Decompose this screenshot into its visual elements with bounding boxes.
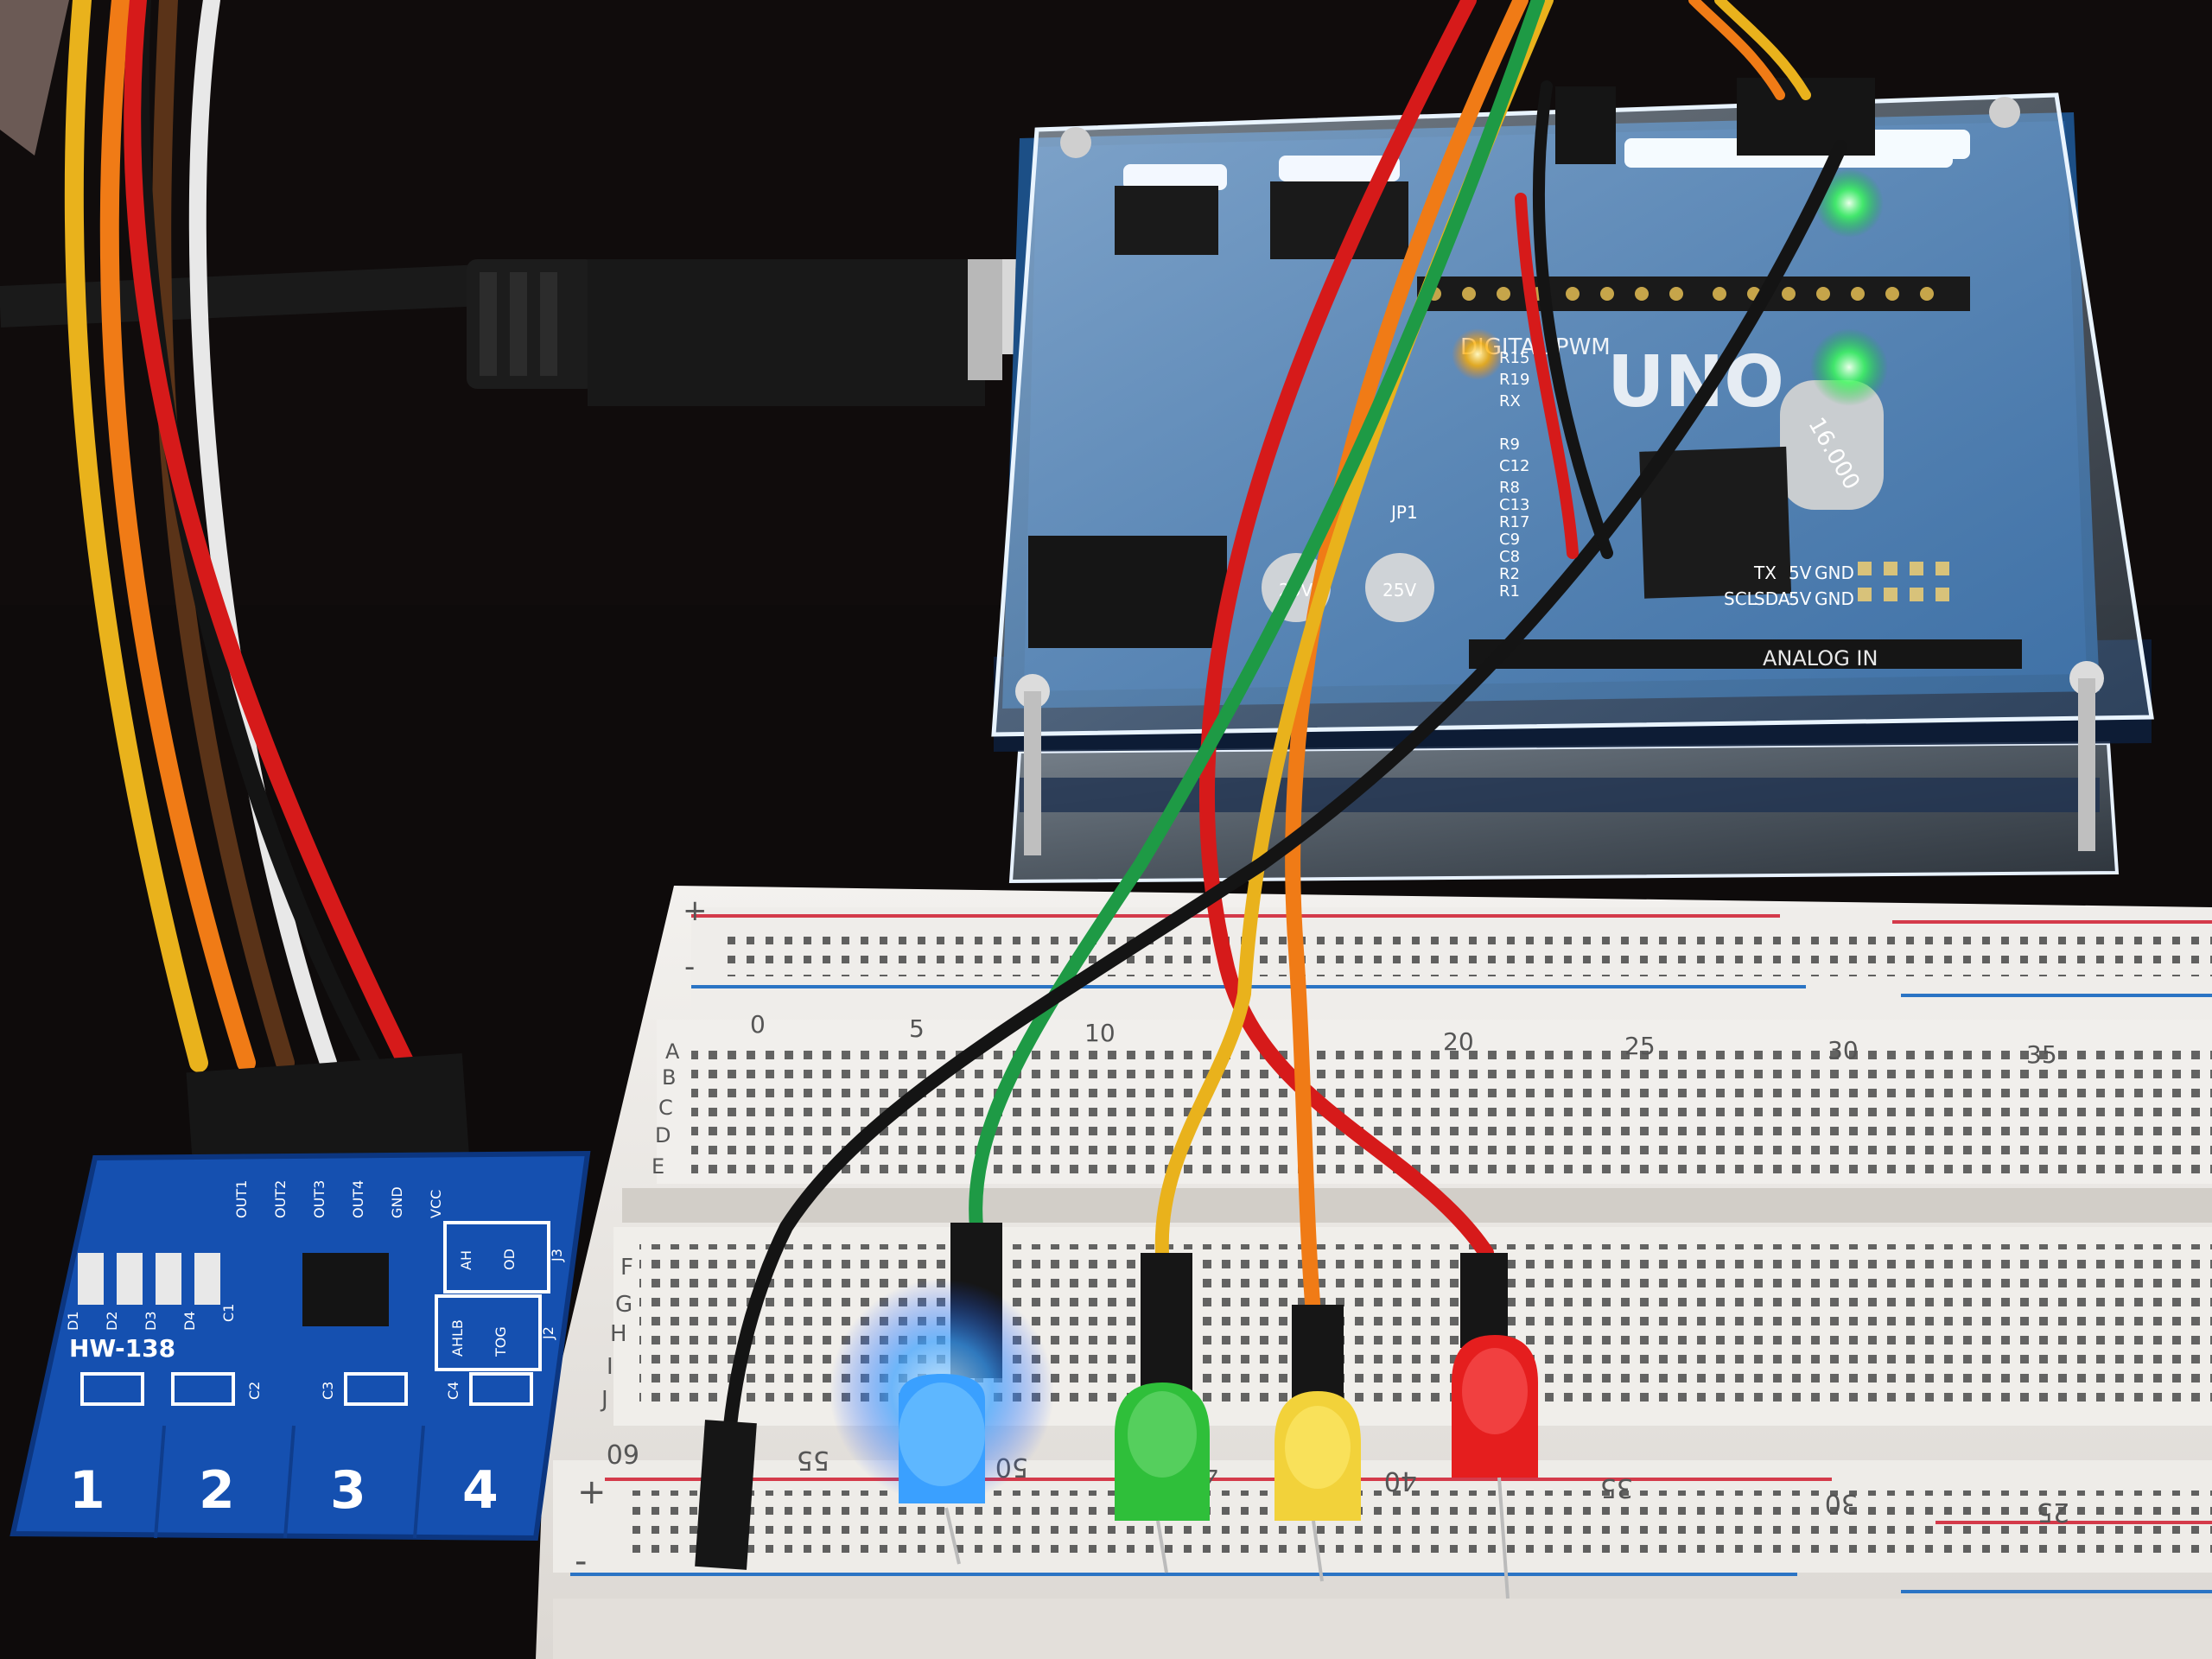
- svg-text:OUT4: OUT4: [350, 1180, 366, 1218]
- svg-text:G: G: [615, 1292, 632, 1318]
- svg-text:C3: C3: [320, 1382, 336, 1400]
- svg-text:2: 2: [199, 1460, 235, 1521]
- svg-text:35: 35: [1600, 1472, 1633, 1503]
- svg-text:25V: 25V: [1382, 580, 1416, 601]
- svg-text:I: I: [607, 1354, 613, 1380]
- svg-text:VCC: VCC: [428, 1190, 444, 1218]
- arduino-l-led: [1452, 328, 1503, 380]
- svg-text:J3: J3: [549, 1249, 565, 1262]
- touch-pad-numbers: 1 2 3 4: [69, 1460, 499, 1521]
- svg-text:30: 30: [1825, 1488, 1858, 1518]
- svg-text:3: 3: [330, 1460, 366, 1521]
- svg-text:D: D: [655, 1123, 671, 1147]
- svg-text:35: 35: [2026, 1040, 2057, 1069]
- svg-text:RX: RX: [1499, 392, 1521, 410]
- cloth-edge: [0, 0, 69, 156]
- svg-text:1: 1: [69, 1460, 105, 1521]
- svg-text:TX: TX: [1753, 563, 1777, 583]
- svg-text:J2: J2: [540, 1326, 556, 1340]
- svg-text:OUT3: OUT3: [311, 1180, 327, 1218]
- led-green: [1115, 1382, 1210, 1573]
- svg-text:R17: R17: [1499, 513, 1529, 531]
- row-letters-bottom: F G H I J: [600, 1255, 633, 1413]
- svg-text:OUT1: OUT1: [233, 1180, 250, 1218]
- svg-text:R19: R19: [1499, 371, 1529, 389]
- arduino-rx-led: [1815, 168, 1884, 238]
- svg-text:R1: R1: [1499, 582, 1520, 601]
- svg-text:25: 25: [2037, 1497, 2069, 1527]
- svg-text:D4: D4: [181, 1312, 198, 1332]
- rail-sign-top-minus: -: [684, 950, 695, 984]
- svg-text:GND: GND: [1815, 588, 1854, 609]
- svg-text:C13: C13: [1499, 496, 1529, 514]
- svg-text:30: 30: [1827, 1036, 1859, 1065]
- svg-text:R15: R15: [1499, 349, 1529, 367]
- svg-text:R2: R2: [1499, 565, 1520, 583]
- svg-text:C9: C9: [1499, 531, 1520, 549]
- arduino-analog-label: ANALOG IN: [1763, 646, 1878, 671]
- svg-text:C2: C2: [246, 1382, 263, 1400]
- svg-text:C8: C8: [1499, 548, 1520, 566]
- svg-text:A: A: [665, 1039, 680, 1064]
- svg-text:4: 4: [462, 1460, 499, 1521]
- svg-text:OUT2: OUT2: [272, 1180, 289, 1218]
- dupont-connectors: [695, 1223, 1508, 1570]
- svg-text:E: E: [652, 1154, 664, 1179]
- svg-text:GND: GND: [389, 1186, 405, 1218]
- svg-text:55: 55: [797, 1445, 830, 1475]
- svg-text:J: J: [600, 1387, 608, 1413]
- svg-text:D2: D2: [104, 1312, 120, 1332]
- led-red: [1452, 1335, 1538, 1599]
- rail-sign-bottom-plus: +: [577, 1472, 607, 1512]
- touch-led-labels: D1 D2 D3 D4: [65, 1312, 198, 1332]
- svg-text:C1: C1: [220, 1304, 237, 1322]
- row-letters-top: A B C D E: [652, 1039, 680, 1179]
- svg-text:40: 40: [1384, 1465, 1417, 1496]
- rail-sign-bottom-minus: -: [575, 1541, 587, 1581]
- svg-text:B: B: [662, 1065, 676, 1090]
- svg-text:SDA: SDA: [1754, 588, 1790, 609]
- arduino-case: 16.000 UNO DIGITAL PWM ANALOG IN R15 R19…: [991, 92, 2154, 884]
- svg-text:D1: D1: [65, 1312, 81, 1332]
- component-ref-labels: R15 R19 RX R9 C12 R8 C13 R17 C9 C8 R2 R1…: [1331, 349, 1529, 601]
- svg-text:H: H: [610, 1321, 627, 1347]
- svg-text:C4: C4: [445, 1382, 461, 1400]
- svg-text:5V: 5V: [1789, 563, 1812, 583]
- svg-text:F: F: [620, 1255, 633, 1281]
- svg-text:SCL: SCL: [1724, 588, 1758, 609]
- touch-module-wire-bundle: [64, 0, 415, 1072]
- svg-text:TOG: TOG: [493, 1326, 509, 1357]
- svg-text:JP1: JP1: [1389, 502, 1418, 523]
- led-blue: [830, 1279, 1054, 1565]
- arduino-breadboard-wires: [723, 0, 1847, 1433]
- svg-text:GND: GND: [1815, 563, 1854, 583]
- breadboard: + - + - A B C D E F G H I J 0 5 10 20 25…: [536, 886, 2212, 1659]
- touch-module-model: HW-138: [69, 1334, 175, 1363]
- touch-jumper-labels: J3 J2 AH OD AHLB TOG: [449, 1249, 565, 1357]
- svg-text:5V: 5V: [1789, 588, 1812, 609]
- svg-text:25: 25: [1624, 1032, 1656, 1060]
- rail-sign-top-plus: +: [683, 893, 708, 928]
- svg-text:D3: D3: [143, 1312, 159, 1332]
- touch-cap-labels: C1 C2 C3 C4: [220, 1304, 461, 1400]
- svg-text:60: 60: [607, 1438, 639, 1468]
- power-silk-labels: TX 5V GND SCL SDA 5V GND JP1 25V 25V: [1279, 502, 1854, 609]
- touch-header-pin-labels: OUT1 OUT2 OUT3 OUT4 GND VCC: [233, 1180, 444, 1218]
- svg-text:R8: R8: [1499, 479, 1520, 497]
- column-numbers-top: 0 5 10 20 25 30 35: [750, 1010, 2057, 1069]
- touch-module: HW-138 1 2 3 4 OUT1 OUT2 OUT3 OUT4 GND V…: [10, 1150, 591, 1541]
- svg-text:10: 10: [1084, 1019, 1116, 1047]
- led-yellow: [1274, 1391, 1361, 1582]
- svg-text:OD: OD: [501, 1249, 518, 1270]
- svg-text:R9: R9: [1499, 435, 1520, 454]
- svg-text:C: C: [658, 1096, 673, 1120]
- svg-text:AHLB: AHLB: [449, 1319, 466, 1357]
- svg-text:20: 20: [1443, 1027, 1474, 1056]
- svg-text:AH: AH: [458, 1250, 474, 1270]
- svg-text:5: 5: [909, 1014, 925, 1043]
- svg-text:0: 0: [750, 1010, 766, 1039]
- svg-text:C12: C12: [1499, 457, 1529, 475]
- arduino-power-led: [1810, 328, 1888, 406]
